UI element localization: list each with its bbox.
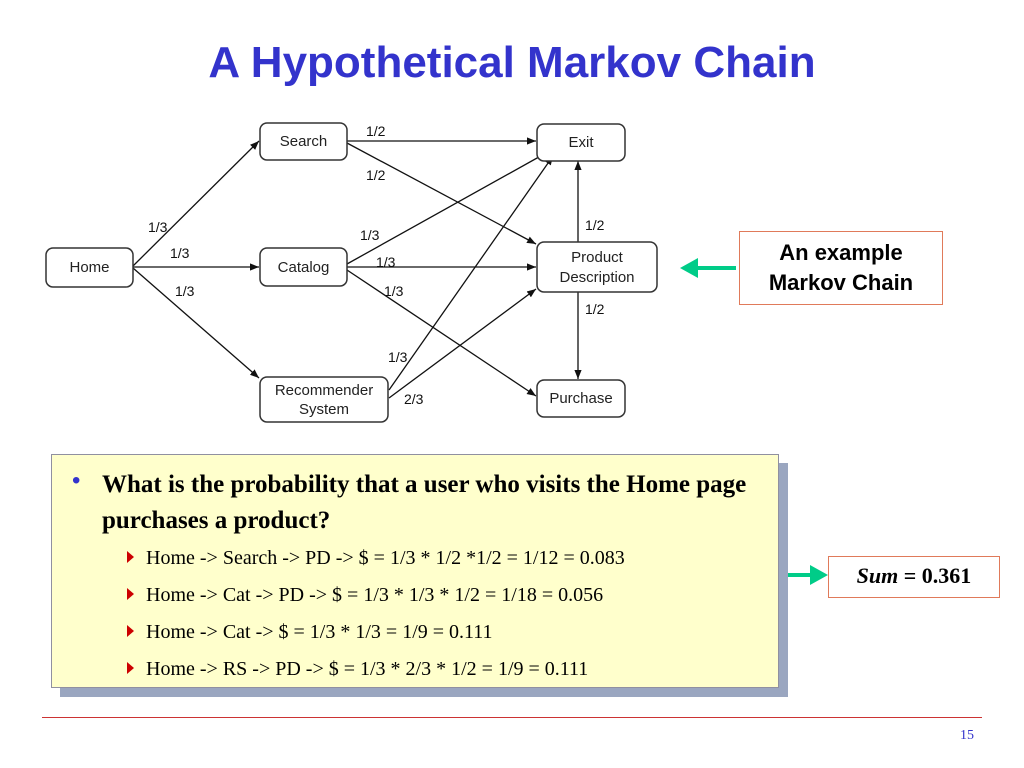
slide-title: A Hypothetical Markov Chain [208, 38, 816, 87]
node-product-description: Product Description [536, 241, 658, 293]
edge-catalog-purchase [346, 269, 537, 397]
path-item: Home -> Search -> PD -> $ = 1/3 * 1/2 *1… [127, 547, 625, 570]
edge-label-recommender-product: 2/3 [404, 391, 424, 407]
edge-label-product-exit: 1/2 [585, 217, 605, 233]
path-item: Home -> Cat -> PD -> $ = 1/3 * 1/3 * 1/2… [127, 584, 603, 607]
node-home-label: Home [69, 259, 109, 276]
edge-label-search-exit: 1/2 [366, 123, 386, 139]
question-box: • What is the probability that a user wh… [51, 454, 779, 688]
edge-catalog-exit [346, 152, 547, 265]
node-catalog-label: Catalog [278, 259, 330, 276]
node-exit: Exit [536, 123, 626, 162]
footer-divider [42, 717, 982, 718]
edge-label-home-catalog: 1/3 [170, 245, 190, 261]
edge-label-catalog-product: 1/3 [376, 254, 396, 270]
node-home: Home [45, 247, 134, 288]
sum-value: = 0.361 [903, 563, 972, 588]
callout-line-1: An example [779, 240, 903, 265]
callout-box: An example Markov Chain [739, 231, 943, 305]
bullet-dot-icon: • [72, 467, 81, 494]
callout-line-2: Markov Chain [768, 270, 914, 295]
node-recommender-label-1: Recommender [275, 382, 373, 399]
triangle-bullet-icon [127, 588, 134, 600]
node-product-label-2: Description [559, 269, 634, 286]
path-text: Home -> Search -> PD -> $ = 1/3 * 1/2 *1… [146, 547, 625, 569]
node-product-label-1: Product [571, 249, 624, 266]
edge-label-home-recommender: 1/3 [175, 283, 195, 299]
path-item: Home -> Cat -> $ = 1/3 * 1/3 = 1/9 = 0.1… [127, 621, 493, 644]
path-item: Home -> RS -> PD -> $ = 1/3 * 2/3 * 1/2 … [127, 658, 588, 681]
edge-recommender-product [388, 288, 537, 399]
triangle-bullet-icon [127, 625, 134, 637]
node-recommender-label-2: System [299, 401, 349, 418]
sum-box: Sum = 0.361 [828, 556, 1000, 598]
node-catalog: Catalog [259, 247, 348, 287]
edge-home-search [132, 140, 260, 267]
path-text: Home -> Cat -> $ = 1/3 * 1/3 = 1/9 = 0.1… [146, 621, 493, 643]
edge-label-search-product: 1/2 [366, 167, 386, 183]
edge-label-home-search: 1/3 [148, 219, 168, 235]
edge-recommender-exit [388, 155, 554, 391]
node-search-label: Search [280, 133, 328, 150]
edge-home-recommender [132, 267, 260, 379]
path-text: Home -> Cat -> PD -> $ = 1/3 * 1/3 * 1/2… [146, 584, 604, 606]
page-number: 15 [960, 728, 974, 743]
edge-label-catalog-exit: 1/3 [360, 227, 380, 243]
edge-search-product [346, 142, 537, 245]
node-exit-label: Exit [568, 134, 594, 151]
callout-arrow-icon [680, 258, 736, 278]
sum-label: Sum [856, 563, 899, 588]
triangle-bullet-icon [127, 551, 134, 563]
triangle-bullet-icon [127, 662, 134, 674]
node-recommender-system: Recommender System [259, 376, 389, 423]
question-text: What is the probability that a user who … [102, 471, 747, 534]
edge-label-product-purchase: 1/2 [585, 301, 605, 317]
edge-label-catalog-purchase: 1/3 [384, 283, 404, 299]
node-search: Search [259, 122, 348, 161]
edge-label-recommender-exit: 1/3 [388, 349, 408, 365]
node-purchase-label: Purchase [549, 390, 612, 407]
path-text: Home -> RS -> PD -> $ = 1/3 * 2/3 * 1/2 … [146, 658, 589, 680]
node-purchase: Purchase [536, 379, 626, 418]
